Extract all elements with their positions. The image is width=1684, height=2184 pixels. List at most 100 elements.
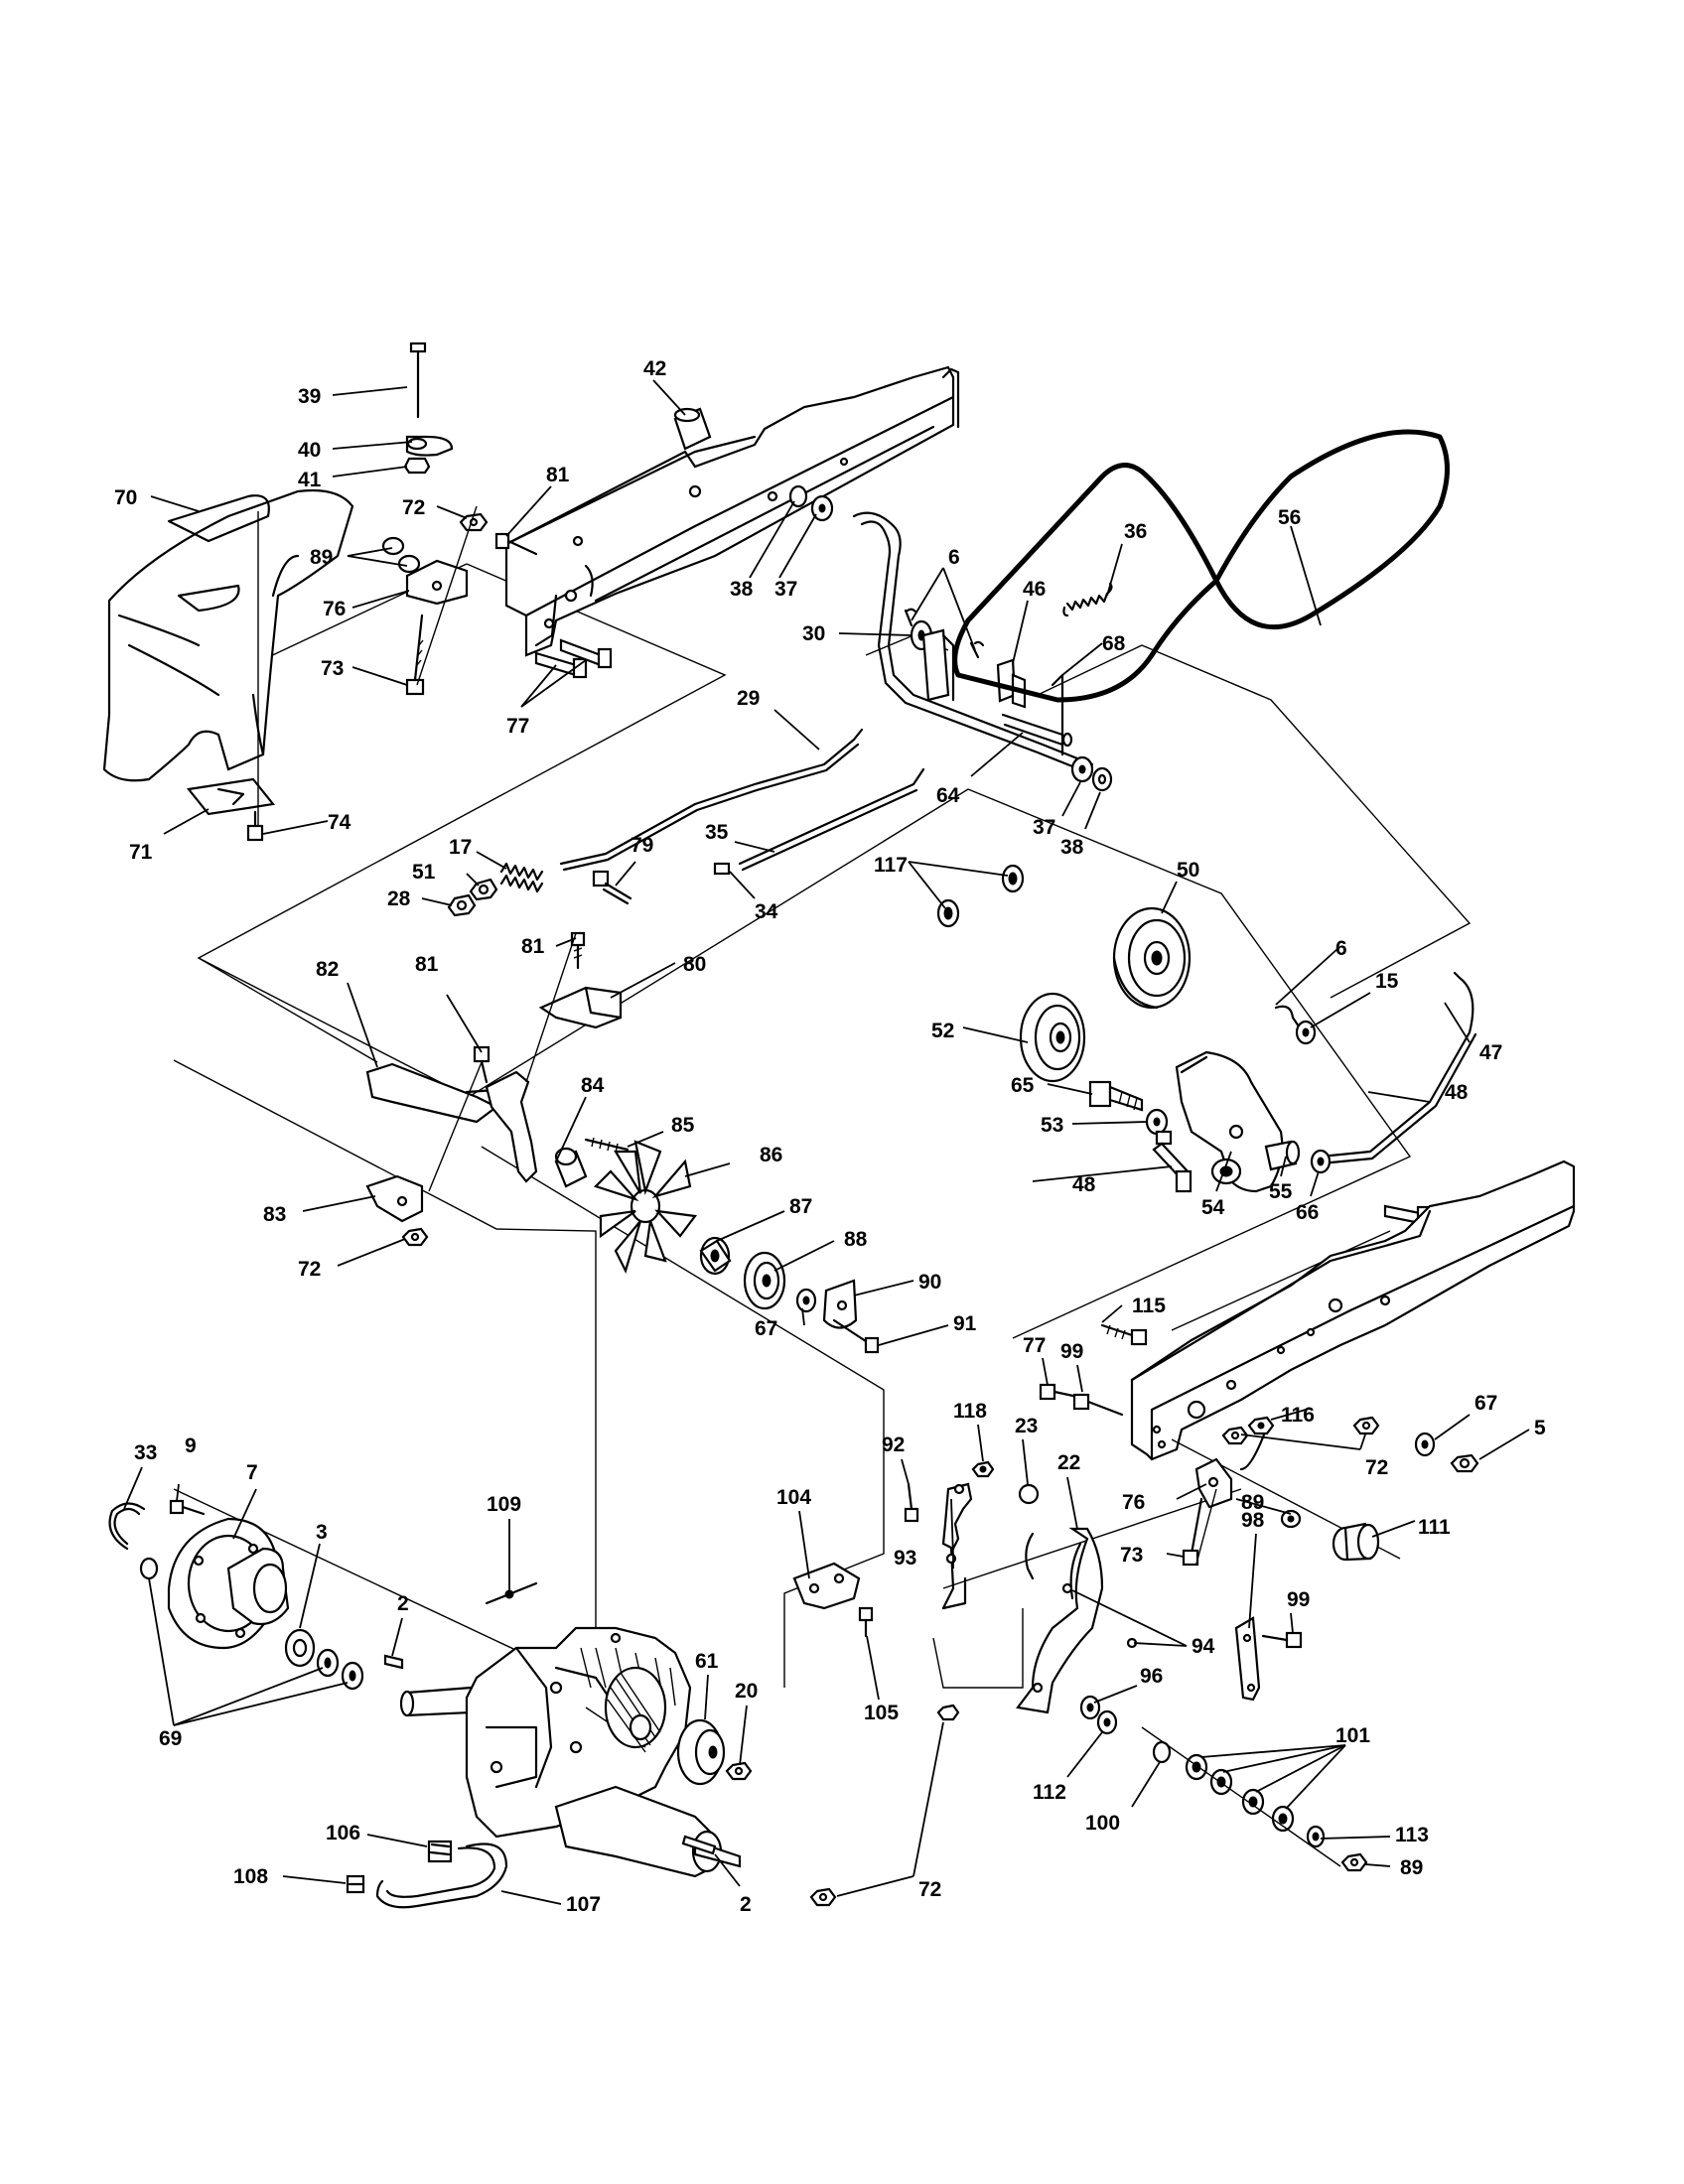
callout-42: 42: [643, 357, 666, 380]
callout-37: 37: [774, 578, 797, 601]
axis-line-83: [428, 1061, 483, 1192]
callout-72: 72: [402, 496, 425, 519]
bolt-part-91: [832, 1318, 880, 1354]
pulley-part-61: [676, 1718, 726, 1786]
washer-part-67-left: [795, 1288, 817, 1313]
washer-part-66: [1310, 1149, 1332, 1174]
callout-72d: 72: [918, 1878, 941, 1901]
guard-part-90: [822, 1279, 858, 1329]
callout-55: 55: [1269, 1180, 1293, 1203]
callout-118: 118: [953, 1400, 987, 1423]
wheel-hub-part-7: [167, 1517, 290, 1650]
washer-part-113: [1306, 1825, 1326, 1848]
callout-82: 82: [316, 958, 339, 981]
callout-labels: 39 40 41 70 72 81 89 76 73 77 71 74 42 3…: [114, 357, 1546, 1916]
callout-69: 69: [159, 1727, 182, 1750]
knob-part-23: [1018, 1483, 1040, 1580]
callout-99b: 99: [1287, 1588, 1310, 1611]
callout-5: 5: [1534, 1417, 1546, 1439]
bolt-clamp-parts-39-41: [403, 341, 454, 475]
rod-part-35: [738, 767, 925, 872]
callout-80: 80: [683, 953, 706, 976]
callout-112: 112: [1033, 1781, 1066, 1804]
nut-part-72-mid: [1221, 1426, 1249, 1445]
callout-96: 96: [1140, 1665, 1163, 1688]
bolt-part-81-left: [473, 1045, 491, 1084]
drive-belt-part-56: [952, 429, 1450, 703]
callout-38b: 38: [1060, 836, 1084, 859]
spacer-part-84: [554, 1147, 588, 1188]
callout-28: 28: [387, 887, 411, 910]
axis-line-bearings: [1141, 1726, 1341, 1867]
callout-35: 35: [705, 821, 729, 844]
callout-48a: 48: [1445, 1081, 1469, 1104]
callout-9: 9: [185, 1434, 197, 1457]
washer-part-15: [1295, 1020, 1317, 1045]
callout-48b: 48: [1072, 1173, 1096, 1196]
callout-74: 74: [328, 811, 351, 834]
rod-part-47: [1319, 971, 1477, 1165]
callout-100: 100: [1085, 1812, 1120, 1835]
callout-2b: 2: [740, 1893, 752, 1916]
bolt-part-92: [904, 1482, 919, 1523]
callout-84: 84: [581, 1074, 605, 1097]
nut-part-72-frame: [1352, 1416, 1380, 1435]
washer-part-67-right: [1414, 1432, 1436, 1457]
bracket-part-98: [1234, 1616, 1261, 1702]
bracket-part-104: [792, 1562, 861, 1610]
callout-115: 115: [1132, 1295, 1166, 1317]
spacer-part-42: [673, 407, 712, 451]
group-outline-transmission: [173, 1059, 1391, 1690]
spacer-part-55: [1264, 1140, 1301, 1171]
axis-line-73-lower: [1195, 1488, 1217, 1565]
washer-part-69-b: [316, 1648, 364, 1691]
callout-93: 93: [894, 1547, 916, 1570]
bolt-part-79: [592, 870, 632, 905]
hose-part-107: [375, 1843, 508, 1909]
bolt-part-115: [1100, 1323, 1148, 1346]
washer-part-37-lower: [1070, 755, 1094, 783]
callout-47: 47: [1479, 1041, 1502, 1064]
callout-72b: 72: [298, 1258, 321, 1281]
callout-38: 38: [730, 578, 754, 601]
callout-88: 88: [844, 1228, 868, 1251]
leader-lines: [123, 379, 1530, 1905]
callout-54: 54: [1201, 1196, 1225, 1219]
callout-116: 116: [1281, 1404, 1315, 1427]
callout-7: 7: [246, 1461, 258, 1484]
transaxle-fan-hub: [604, 1666, 667, 1753]
pedal-part-22: [1016, 1527, 1104, 1714]
callout-61: 61: [695, 1650, 719, 1673]
bearings-part-101: [1185, 1753, 1295, 1833]
axle-right: [554, 1785, 742, 1878]
spacer-part-111: [1332, 1522, 1380, 1562]
callout-99: 99: [1060, 1340, 1083, 1363]
shift-rod-part-29: [559, 728, 864, 872]
axis-line-73: [416, 505, 478, 686]
nut-part-116: [1247, 1416, 1275, 1435]
bolt-part-48-lower: [1152, 1130, 1193, 1193]
callout-76: 76: [323, 598, 346, 620]
washer-part-37-upper: [810, 494, 834, 522]
callout-73b: 73: [1120, 1544, 1143, 1567]
pin-part-109: [485, 1581, 538, 1605]
bracket-part-76-lower: [1194, 1457, 1233, 1509]
axle-left: [399, 1686, 474, 1717]
callout-81b: 81: [521, 935, 545, 958]
callout-67: 67: [755, 1317, 777, 1340]
callout-22: 22: [1057, 1451, 1080, 1474]
washer-part-89-lower: [1280, 1509, 1302, 1529]
callout-39: 39: [298, 385, 321, 408]
callout-89c: 89: [1400, 1856, 1423, 1879]
callout-23: 23: [1015, 1415, 1038, 1437]
callout-15: 15: [1375, 970, 1399, 993]
hub-part-87: [699, 1236, 732, 1276]
nut-part-89-bottom: [1340, 1852, 1368, 1872]
bolts-part-77-upper: [534, 638, 613, 679]
callout-89: 89: [310, 546, 333, 569]
pin-part-34: [713, 862, 731, 876]
bolt-part-74: [246, 810, 264, 842]
callout-113: 113: [1395, 1824, 1429, 1846]
callout-71: 71: [129, 841, 153, 864]
lever-bracket-part-84: [485, 932, 577, 1183]
